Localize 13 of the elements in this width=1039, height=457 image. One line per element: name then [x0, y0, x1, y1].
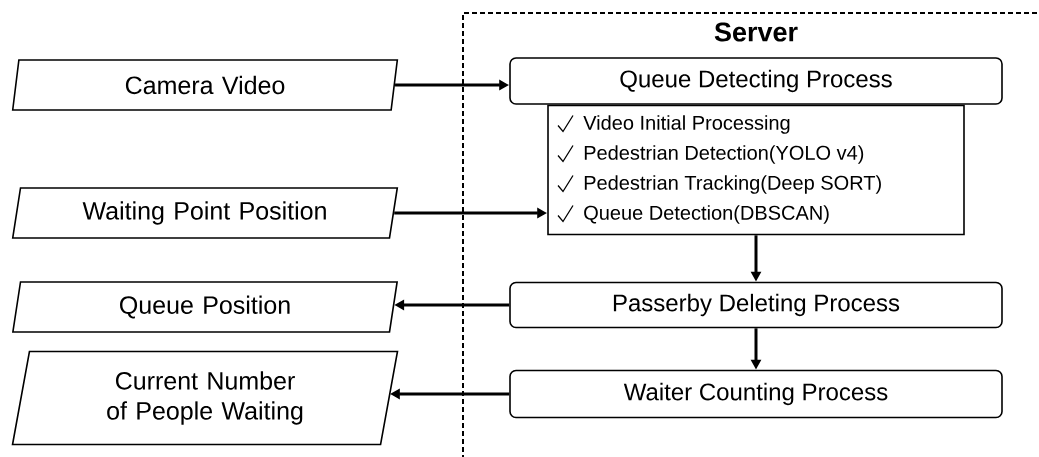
- process-box: Queue Detecting Process: [509, 57, 1003, 105]
- list-item: Queue Detection(DBSCAN): [584, 205, 829, 224]
- step-list-box: [547, 104, 965, 236]
- region-title: Server: [714, 22, 798, 42]
- process-box: Passerby Deleting Process: [509, 281, 1003, 329]
- data-parallelogram: Current Number of People Waiting: [11, 350, 399, 446]
- list-item: Pedestrian Tracking(Deep SORT): [584, 175, 881, 194]
- process-box: Waiter Counting Process: [509, 369, 1003, 419]
- list-item: Video Initial Processing: [583, 115, 790, 134]
- list-item: Pedestrian Detection(YOLO v4): [584, 145, 864, 164]
- server-region: [462, 12, 1039, 457]
- data-parallelogram: Waiting Point Position: [11, 187, 399, 239]
- data-parallelogram: Camera Video: [11, 59, 399, 111]
